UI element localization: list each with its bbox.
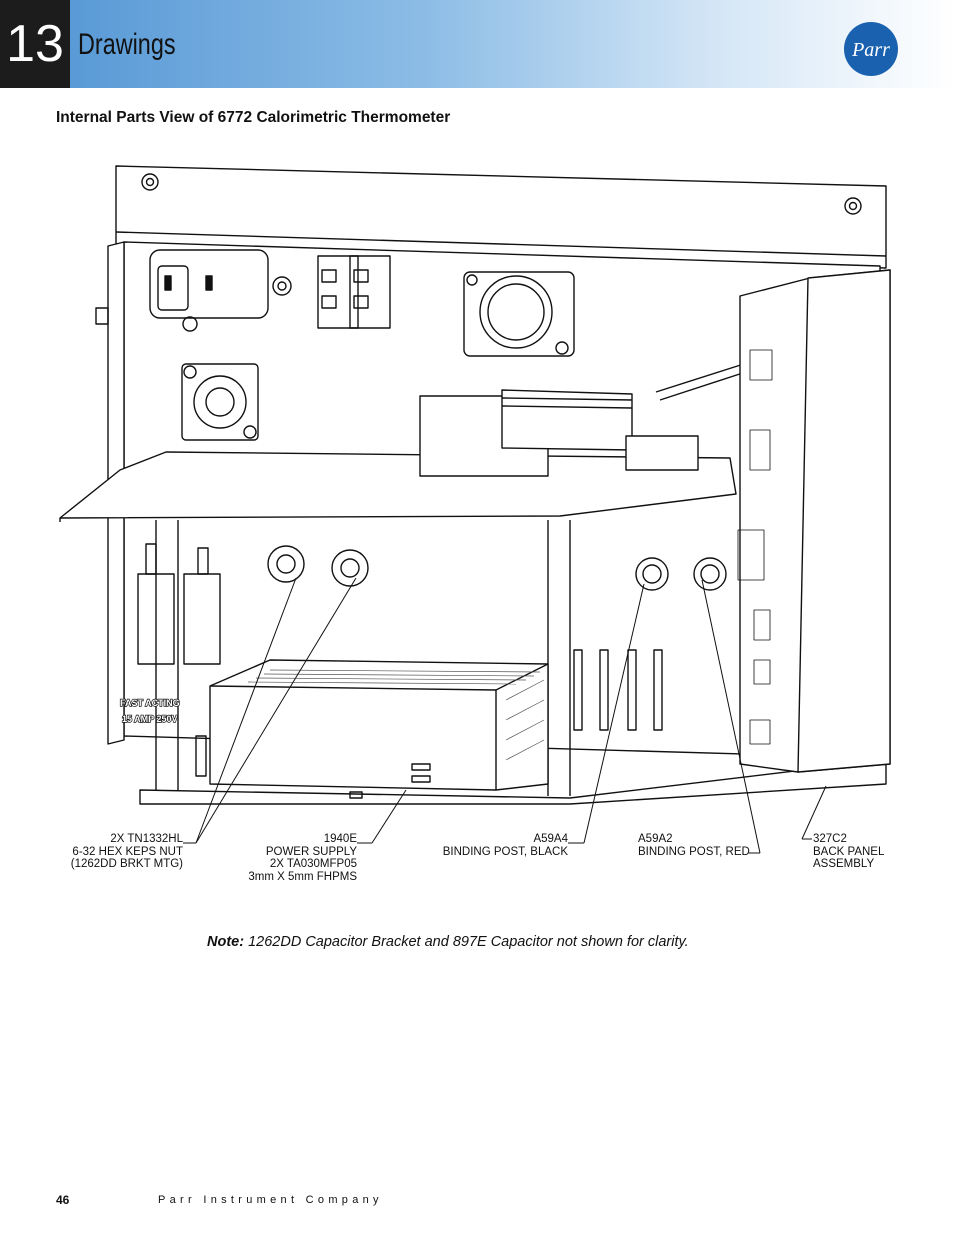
note-label: Note:	[207, 934, 245, 950]
page-number: 46	[56, 1193, 70, 1207]
callout-327c2: 327C2 BACK PANEL ASSEMBLY	[813, 833, 885, 870]
callout-tn1332hl: 2X TN1332HL 6-32 HEX KEPS NUT (1262DD BR…	[70, 833, 183, 870]
fuse-label-line2: 15 AMP 250V	[122, 714, 178, 724]
chapter-header: 13 Drawings Parr	[0, 0, 954, 88]
parr-logo-icon: Parr	[844, 22, 898, 76]
note-text: 1262DD Capacitor Bracket and 897E Capaci…	[248, 934, 689, 950]
binding-post-black	[635, 557, 669, 591]
chapter-title: Drawings	[78, 28, 176, 61]
screw	[141, 173, 159, 191]
switch-right	[349, 255, 391, 329]
callout-1940e: 1940E POWER SUPPLY 2X TA030MFP05 3mm X 5…	[248, 833, 357, 883]
power-inlet	[149, 249, 269, 319]
note: Note: 1262DD Capacitor Bracket and 897E …	[207, 934, 689, 950]
base-plate	[139, 759, 887, 805]
fuse-label-line1: FAST ACTING	[120, 698, 180, 708]
switch-left	[317, 255, 359, 329]
company-name: Parr Instrument Company	[158, 1194, 383, 1206]
callout-a59a2: A59A2 BINDING POST, RED	[638, 833, 750, 858]
screw	[844, 197, 862, 215]
logo-text: Parr	[851, 39, 890, 61]
section-title: Internal Parts View of 6772 Calorimetric…	[56, 109, 451, 126]
chapter-number: 13	[0, 0, 70, 88]
square-connector	[181, 363, 259, 441]
round-connector	[463, 271, 575, 357]
internal-parts-drawing: FAST ACTING 15 AMP 250V	[59, 165, 891, 805]
callout-a59a4: A59A4 BINDING POST, BLACK	[442, 833, 568, 858]
top-panel	[115, 165, 887, 269]
